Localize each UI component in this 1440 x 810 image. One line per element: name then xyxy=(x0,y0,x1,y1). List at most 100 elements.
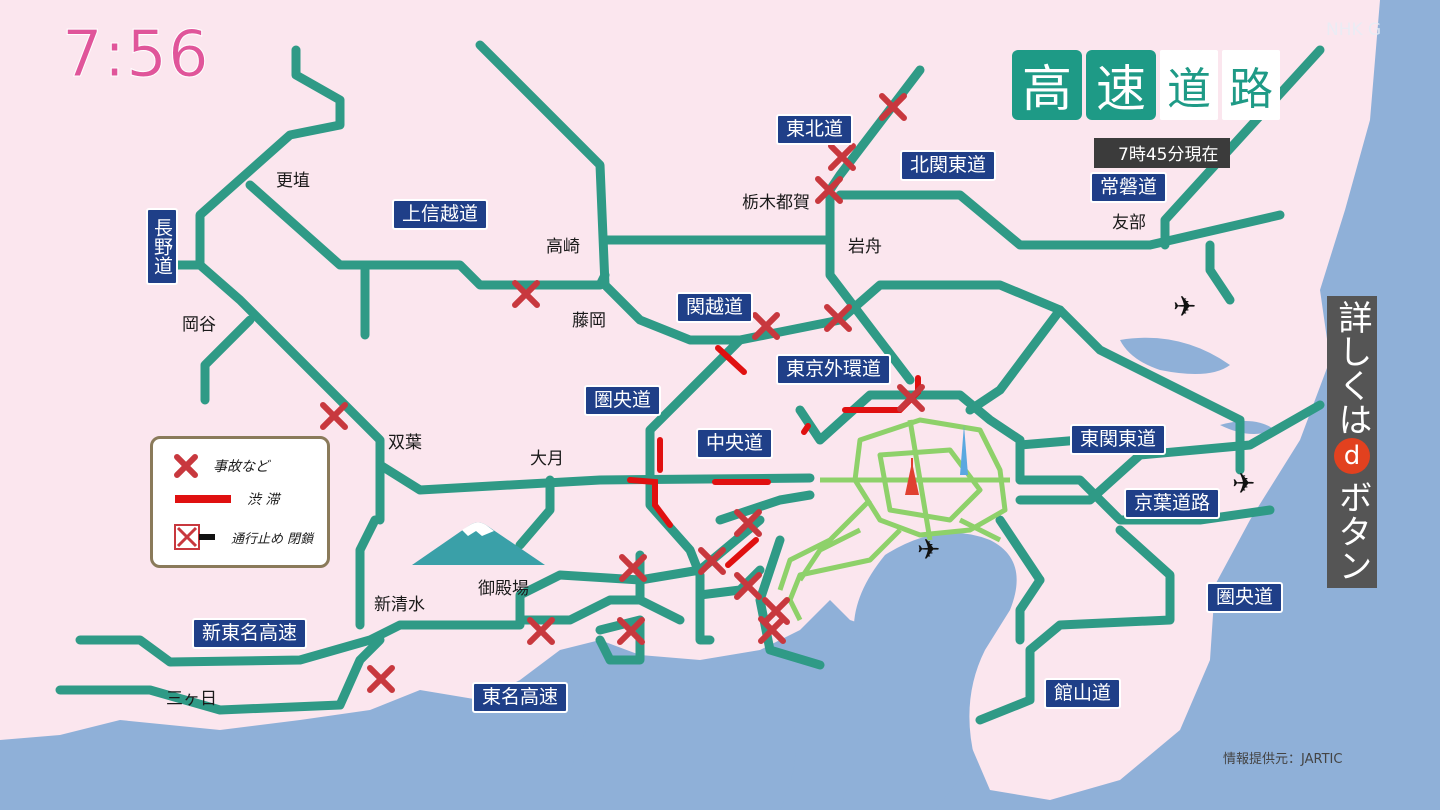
place-label: 岡谷 xyxy=(182,315,216,335)
highway-label-chuo: 中央道 xyxy=(696,428,774,459)
highway-label-shintomei: 新東名高速 xyxy=(192,618,308,649)
d-button-prompt[interactable]: 詳しくは d ボタン xyxy=(1327,296,1377,588)
highway-segment xyxy=(55,635,385,715)
accident-x-icon xyxy=(698,547,726,575)
legend-accident: 事故など xyxy=(173,453,269,479)
highway-segment xyxy=(75,515,765,667)
place-label: 高崎 xyxy=(546,237,580,257)
broadcaster-logo: NHK G xyxy=(1326,20,1382,40)
highway-label-kanetsu: 関越道 xyxy=(676,292,754,323)
place-label: 新清水 xyxy=(374,595,425,615)
place-label: 岩舟 xyxy=(848,237,882,257)
place-label: 友部 xyxy=(1112,213,1146,233)
highway-segment xyxy=(195,45,385,525)
metro-segment xyxy=(787,528,902,622)
place-label: 御殿場 xyxy=(478,579,529,599)
map-legend: 事故など 渋 滞 通行止め 閉鎖 xyxy=(150,436,330,568)
congestion-segment xyxy=(627,477,673,528)
accident-x-icon xyxy=(824,304,852,332)
shuto-expressway xyxy=(777,417,1010,622)
legend-congestion-label: 渋 滞 xyxy=(247,492,280,508)
d-button-icon[interactable]: d xyxy=(1334,438,1370,474)
highway-segment xyxy=(515,475,555,550)
accident-x-icon xyxy=(512,280,540,308)
closure-box-icon xyxy=(174,524,215,550)
metro-segment xyxy=(777,498,872,591)
sagami-bay xyxy=(560,660,796,810)
as-of-time: 7時45分現在 xyxy=(1094,138,1231,168)
incident-markers xyxy=(320,93,925,693)
highway-label-kenodo-east: 圏央道 xyxy=(1206,582,1284,613)
accident-x-icon xyxy=(174,454,198,478)
highway-label-kitakanto: 北関東道 xyxy=(900,150,997,181)
highway-segment xyxy=(965,305,1065,415)
airplane-icon: ✈ xyxy=(917,533,940,566)
accident-x-icon xyxy=(758,616,786,644)
metro-segment xyxy=(797,527,862,582)
highway-segment xyxy=(975,525,1175,725)
title-char: 道 xyxy=(1160,50,1218,120)
metro-segment xyxy=(877,447,983,523)
place-label: 双葉 xyxy=(388,433,422,453)
data-source-credit: 情報提供元：JARTIC xyxy=(1223,752,1343,767)
prompt-text-top: 詳しくは xyxy=(1332,300,1372,436)
accident-x-icon xyxy=(828,143,856,171)
accident-x-icon xyxy=(897,384,925,412)
place-label: 三ヶ日 xyxy=(166,689,217,709)
highway-label-nagano: 長野道 xyxy=(146,208,178,285)
highway-segment xyxy=(835,190,1285,250)
congestion-segment xyxy=(715,345,747,375)
metro-segment xyxy=(907,419,933,541)
place-label: 大月 xyxy=(530,449,564,469)
prompt-text-bottom: ボタン xyxy=(1332,480,1372,582)
airplane-icon: ✈ xyxy=(1173,290,1196,323)
place-label: 藤岡 xyxy=(572,311,606,331)
congestion-segment xyxy=(801,423,811,435)
highway-segment xyxy=(355,515,380,630)
highway-segment xyxy=(825,235,915,385)
highway-label-keiyo: 京葉道路 xyxy=(1124,488,1221,519)
metro-segment xyxy=(958,517,1002,543)
accident-x-icon xyxy=(367,665,395,693)
highway-label-tohoku: 東北道 xyxy=(776,114,854,145)
highway-label-kenodo-west: 圏央道 xyxy=(584,385,662,416)
airplane-icon: ✈ xyxy=(1232,467,1255,500)
highway-segment xyxy=(1015,575,1045,645)
accident-x-icon xyxy=(619,554,647,582)
highway-segment xyxy=(200,315,255,405)
clock-time: 7:56 xyxy=(62,18,210,93)
airport-markers: ✈ ✈ ✈ xyxy=(917,290,1255,566)
tokyo-bay xyxy=(840,532,1017,810)
accident-x-icon xyxy=(527,617,555,645)
mount-fuji-icon xyxy=(412,522,545,565)
highway-label-gaikan: 東京外環道 xyxy=(776,354,892,385)
title-char: 速 xyxy=(1086,50,1156,120)
legend-closure: 通行止め 閉鎖 xyxy=(173,523,313,551)
lake-kasumigaura xyxy=(1120,337,1230,374)
highway-label-joshinetsu: 上信越道 xyxy=(392,199,489,230)
accident-x-icon xyxy=(879,93,907,121)
title-char: 高 xyxy=(1012,50,1082,120)
highway-segment xyxy=(375,460,815,495)
highway-segment xyxy=(795,390,1025,485)
highway-segment xyxy=(475,40,1245,475)
accident-x-icon xyxy=(752,312,780,340)
congestion-line-icon xyxy=(175,495,231,503)
accident-x-icon xyxy=(815,176,843,204)
highway-label-joban: 常磐道 xyxy=(1090,172,1168,203)
highway-segment xyxy=(645,335,745,645)
page-title: 高 速 道 路 xyxy=(1012,50,1280,120)
place-label: 更埴 xyxy=(276,171,310,191)
legend-congestion: 渋 滞 xyxy=(173,489,279,509)
legend-closure-label: 通行止め 閉鎖 xyxy=(231,531,314,547)
highway-label-higashikanto: 東関東道 xyxy=(1070,424,1167,455)
highway-segment xyxy=(1015,400,1325,505)
highway-segment xyxy=(1205,240,1235,305)
highway-label-tateyama: 館山道 xyxy=(1044,678,1122,709)
legend-accident-label: 事故など xyxy=(213,459,269,475)
accident-x-icon xyxy=(734,572,762,600)
title-char: 路 xyxy=(1222,50,1280,120)
congestion-segment xyxy=(725,537,759,568)
